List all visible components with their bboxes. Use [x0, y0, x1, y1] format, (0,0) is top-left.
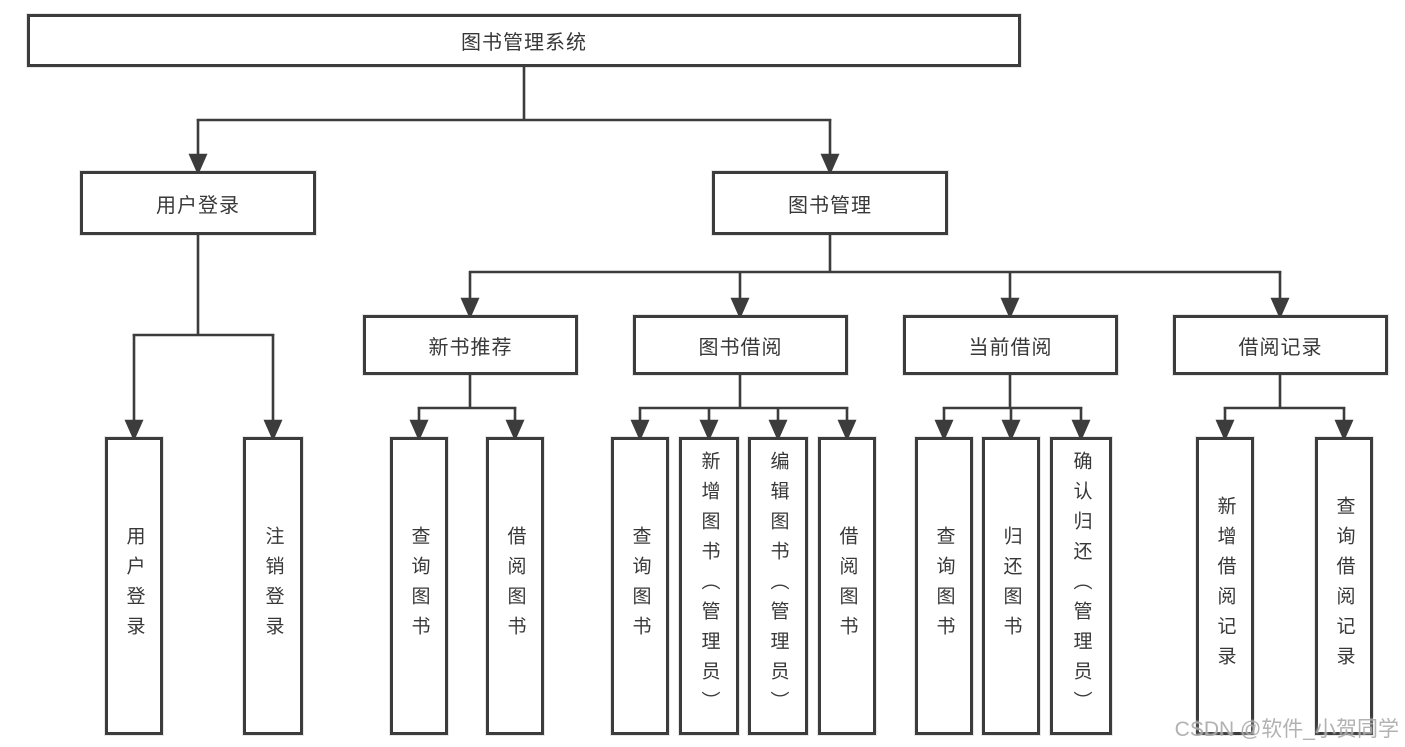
leaf-query-borrow-record: 查询借阅记录: [1315, 437, 1373, 735]
leaf-logout: 注销登录: [243, 437, 303, 735]
node-book-management: 图书管理: [712, 171, 948, 235]
arrow-down-icon: [460, 297, 480, 320]
leaf-query-borrow-record-label: 查询借阅记录: [1333, 496, 1355, 676]
node-user-login-label: 用户登录: [156, 194, 240, 217]
arrow-down-icon: [699, 419, 719, 442]
arrow-down-icon: [409, 419, 429, 442]
leaf-query-books-borrow: 查询图书: [611, 437, 669, 735]
connector-newbookrec-to-leaves: [409, 374, 525, 442]
leaf-return-books: 归还图书: [982, 437, 1040, 735]
leaf-query-books-recommend-label: 查询图书: [408, 526, 430, 646]
arrow-down-icon: [934, 419, 954, 442]
connector-borrowrecord-to-leaves: [1215, 374, 1354, 442]
leaf-return-books-label: 归还图书: [1000, 526, 1022, 646]
leaf-confirm-return-admin-label: 确认归还（管理员）: [1070, 451, 1092, 721]
node-root-label: 图书管理系统: [461, 32, 587, 54]
leaf-query-books-current: 查询图书: [915, 437, 973, 735]
leaf-user-login: 用户登录: [105, 437, 163, 735]
arrow-down-icon: [1000, 297, 1020, 320]
node-new-book-recommendation-label: 新书推荐: [428, 336, 513, 359]
arrow-down-icon: [1270, 297, 1290, 320]
arrow-down-icon: [630, 419, 650, 442]
arrow-down-icon: [837, 419, 857, 442]
node-user-login: 用户登录: [80, 171, 316, 235]
arrow-down-icon: [768, 419, 788, 442]
node-new-book-recommendation: 新书推荐: [363, 315, 578, 375]
connector-bookborrow-to-leaves: [630, 374, 857, 442]
leaf-query-books-borrow-label: 查询图书: [629, 526, 651, 646]
arrow-down-icon: [505, 419, 525, 442]
leaf-add-borrow-record-label: 新增借阅记录: [1214, 496, 1236, 676]
leaf-borrow-books-label: 借阅图书: [836, 526, 858, 646]
connector-bookmgmt-to-level3: [460, 234, 1290, 320]
arrow-down-icon: [124, 419, 144, 442]
node-book-management-label: 图书管理: [788, 194, 872, 217]
leaf-add-book-admin-label: 新增图书（管理员）: [698, 451, 720, 721]
leaf-confirm-return-admin: 确认归还（管理员）: [1050, 437, 1112, 735]
arrow-down-icon: [1071, 419, 1091, 442]
leaf-borrow-books-recommend: 借阅图书: [486, 437, 544, 735]
arrow-down-icon: [730, 297, 750, 320]
arrow-down-icon: [263, 419, 283, 442]
leaf-borrow-books-recommend-label: 借阅图书: [504, 526, 526, 646]
leaf-logout-label: 注销登录: [262, 526, 284, 646]
leaf-user-login-label: 用户登录: [123, 526, 145, 646]
leaf-borrow-books: 借阅图书: [818, 437, 876, 735]
arrow-down-icon: [820, 153, 840, 176]
leaf-query-books-recommend: 查询图书: [390, 437, 448, 735]
node-root: 图书管理系统: [27, 14, 1021, 67]
leaf-add-borrow-record: 新增借阅记录: [1196, 437, 1254, 735]
arrow-down-icon: [1001, 419, 1021, 442]
node-current-borrowing: 当前借阅: [903, 315, 1118, 375]
arrow-down-icon: [1215, 419, 1235, 442]
arrow-down-icon: [1334, 419, 1354, 442]
node-borrowing-records-label: 借阅记录: [1238, 336, 1323, 359]
connector-currentborrow-to-leaves: [934, 374, 1091, 442]
watermark: CSDN @软件_小贺同学: [1174, 718, 1399, 741]
arrow-down-icon: [188, 153, 208, 176]
node-borrowing-records: 借阅记录: [1173, 315, 1388, 375]
leaf-add-book-admin: 新增图书（管理员）: [679, 437, 739, 735]
leaf-edit-book-admin-label: 编辑图书（管理员）: [767, 451, 789, 721]
connector-userlogin-to-leaves: [124, 234, 283, 442]
connector-root-to-level2: [188, 66, 840, 176]
node-current-borrowing-label: 当前借阅: [968, 336, 1053, 359]
leaf-query-books-current-label: 查询图书: [933, 526, 955, 646]
node-book-borrowing-label: 图书借阅: [698, 336, 783, 359]
node-book-borrowing: 图书借阅: [633, 315, 848, 375]
leaf-edit-book-admin: 编辑图书（管理员）: [748, 437, 808, 735]
